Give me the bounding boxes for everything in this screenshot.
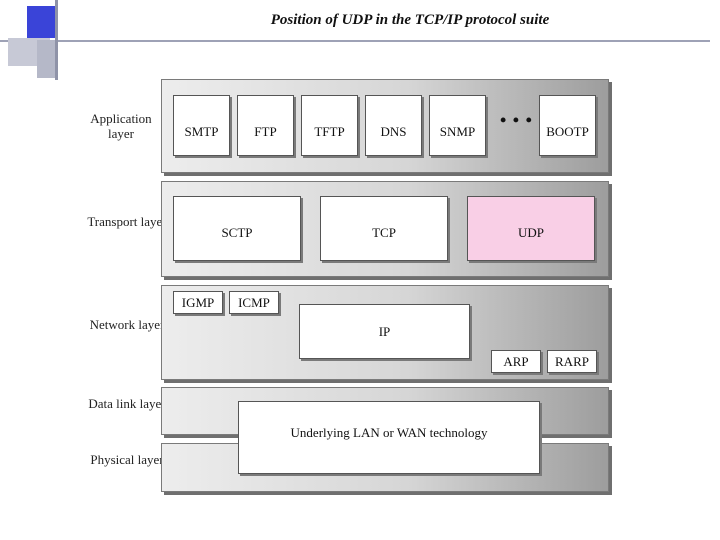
more-protocols-ellipsis: • • •	[500, 110, 533, 130]
protocol-dns: DNS	[365, 95, 422, 156]
protocol-icmp: ICMP	[229, 291, 279, 314]
slide-title: Position of UDP in the TCP/IP protocol s…	[270, 12, 550, 28]
protocol-igmp: IGMP	[173, 291, 223, 314]
decorative-line-horizontal	[0, 40, 710, 42]
protocol-snmp: SNMP	[429, 95, 486, 156]
underlying-lan-wan-box: Underlying LAN or WAN technology	[238, 401, 540, 474]
decorative-line-vertical	[55, 0, 58, 80]
network-layer-band: IGMP ICMP IP ARP RARP	[161, 285, 609, 380]
label-application-layer: Application layer	[90, 111, 152, 141]
protocol-tftp: TFTP	[301, 95, 358, 156]
protocol-bootp: BOOTP	[539, 95, 596, 156]
label-network-layer: Network layer	[89, 317, 165, 332]
protocol-arp: ARP	[491, 350, 541, 373]
application-layer-band: SMTP FTP TFTP DNS SNMP • • • BOOTP	[161, 79, 609, 173]
label-data-link-layer: Data link layer	[88, 396, 166, 411]
protocol-rarp: RARP	[547, 350, 597, 373]
decorative-square-blue	[27, 6, 55, 38]
protocol-ip: IP	[299, 304, 470, 359]
protocol-smtp: SMTP	[173, 95, 230, 156]
label-physical-layer: Physical layer	[90, 452, 164, 467]
protocol-ftp: FTP	[237, 95, 294, 156]
label-transport-layer: Transport layer	[87, 214, 167, 229]
protocol-tcp: TCP	[320, 196, 448, 261]
protocol-udp: UDP	[467, 196, 595, 261]
decorative-square-gray-small	[37, 40, 55, 78]
protocol-sctp: SCTP	[173, 196, 301, 261]
transport-layer-band: SCTP TCP UDP	[161, 181, 609, 277]
